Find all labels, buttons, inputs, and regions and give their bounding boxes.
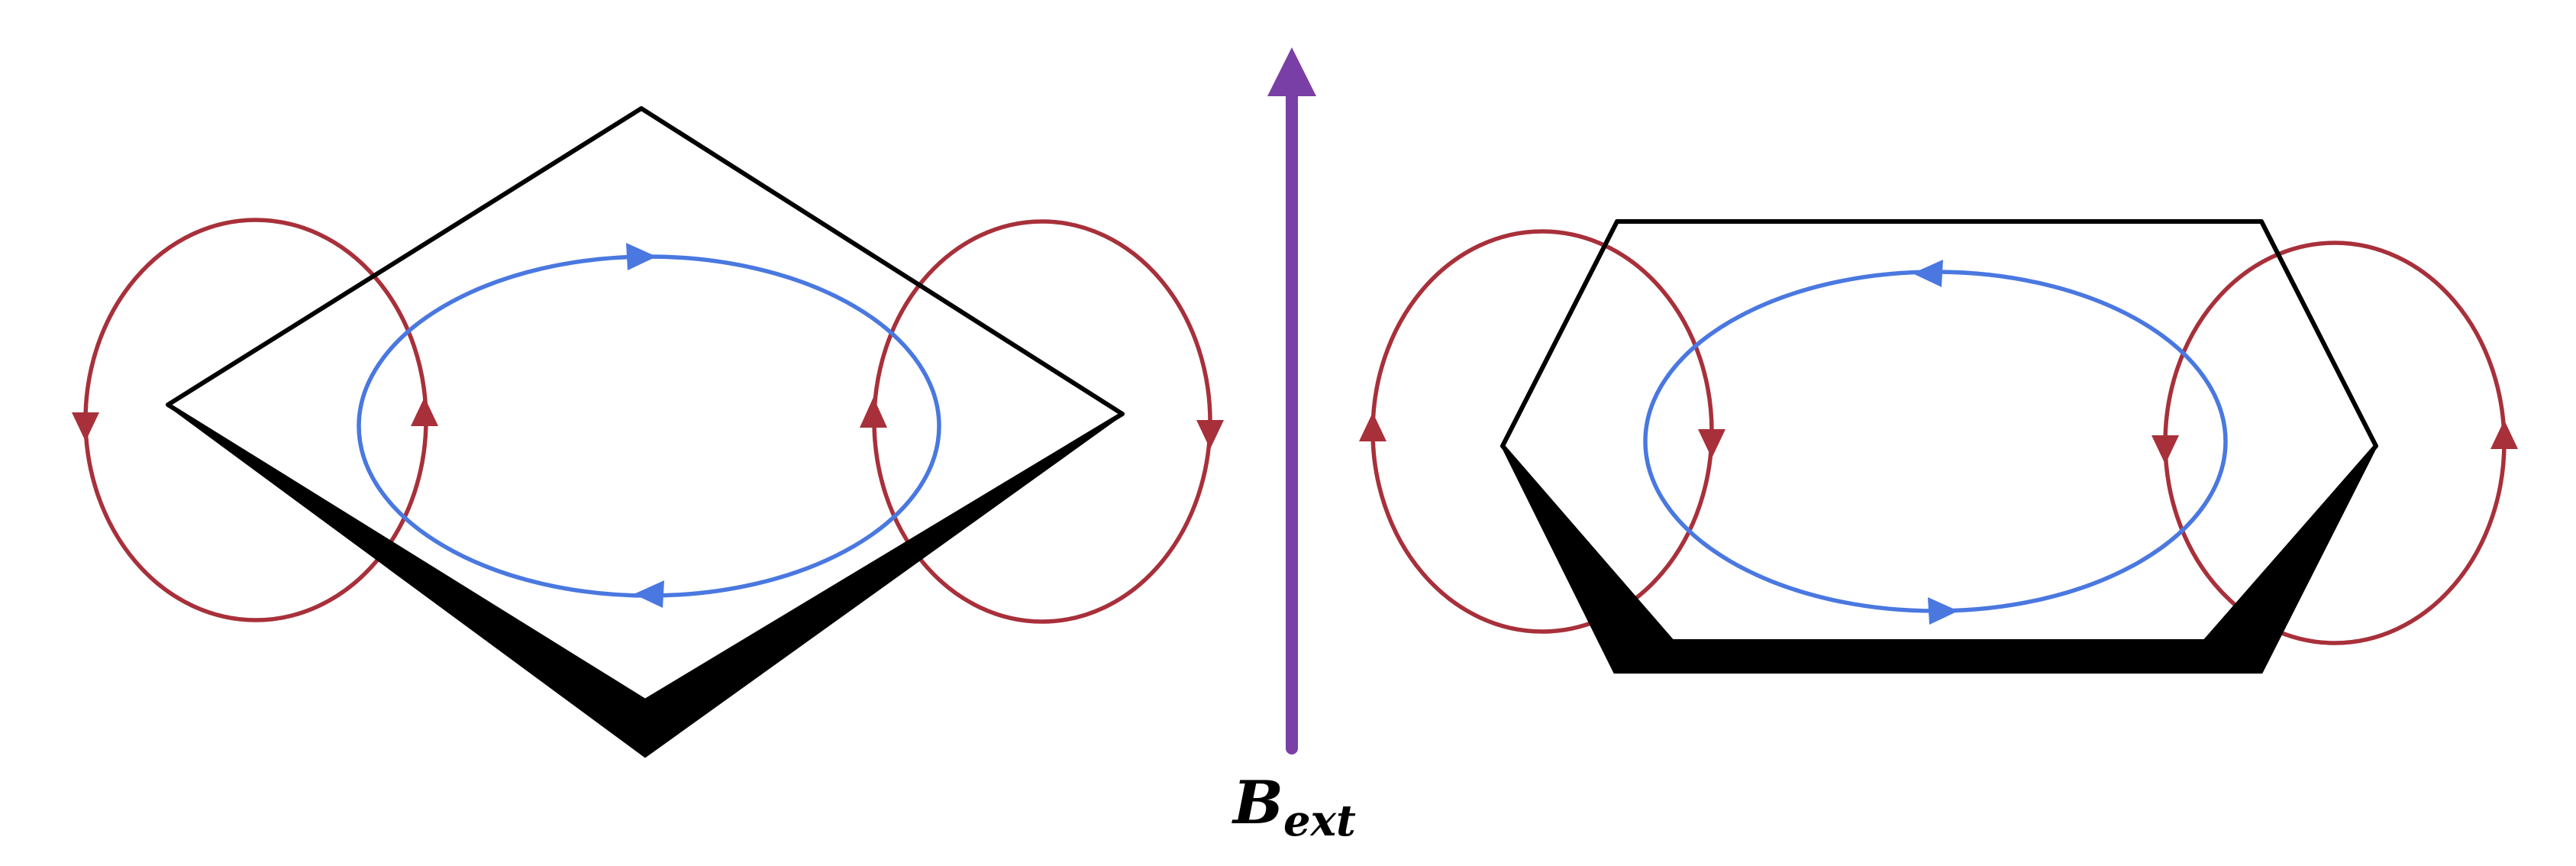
rhombus-thickness-right [644, 412, 1124, 758]
left-inner-field-loop [872, 219, 1212, 624]
external-field-arrowhead [1267, 47, 1316, 96]
left-rhombus-group [72, 106, 1224, 758]
left-current-loop [357, 254, 941, 598]
right-current-arrow-bottom [1928, 597, 1958, 625]
right-field-arrow-outer-left [1359, 412, 1386, 441]
hexagon-thickness-right [2203, 444, 2377, 674]
external-field-label-subscript: ext [1283, 796, 1356, 846]
left-current-arrow-top [626, 243, 657, 270]
left-current-arrow-bottom [634, 580, 664, 608]
right-outer-field-loop-left [1370, 229, 1714, 634]
left-field-arrow-inner-left [411, 397, 438, 426]
right-current-loop [1643, 270, 2228, 613]
left-outer-field-loop [83, 218, 428, 622]
right-field-arrow-outer-right [2490, 420, 2518, 449]
rhombus-outline [166, 106, 1125, 703]
rhombus-thickness-left [166, 403, 647, 758]
left-field-arrow-outer-left [72, 412, 99, 441]
left-field-arrow-outer-right [1196, 420, 1224, 449]
hexagon-thickness-bottom [1613, 640, 2263, 674]
right-hexagon-group [1359, 219, 2518, 674]
right-field-arrow-inner-right [2152, 435, 2179, 464]
external-field-label: Bext [1232, 768, 1356, 846]
hexagon-thickness-left [1501, 444, 1674, 674]
external-field-arrow [1267, 47, 1316, 755]
right-current-arrow-top [1913, 260, 1943, 287]
right-outer-field-loop-right [2163, 241, 2507, 645]
right-field-arrow-inner-left [1698, 429, 1725, 458]
external-field-label-main: B [1232, 768, 1283, 838]
left-field-arrow-inner-right [860, 397, 887, 428]
